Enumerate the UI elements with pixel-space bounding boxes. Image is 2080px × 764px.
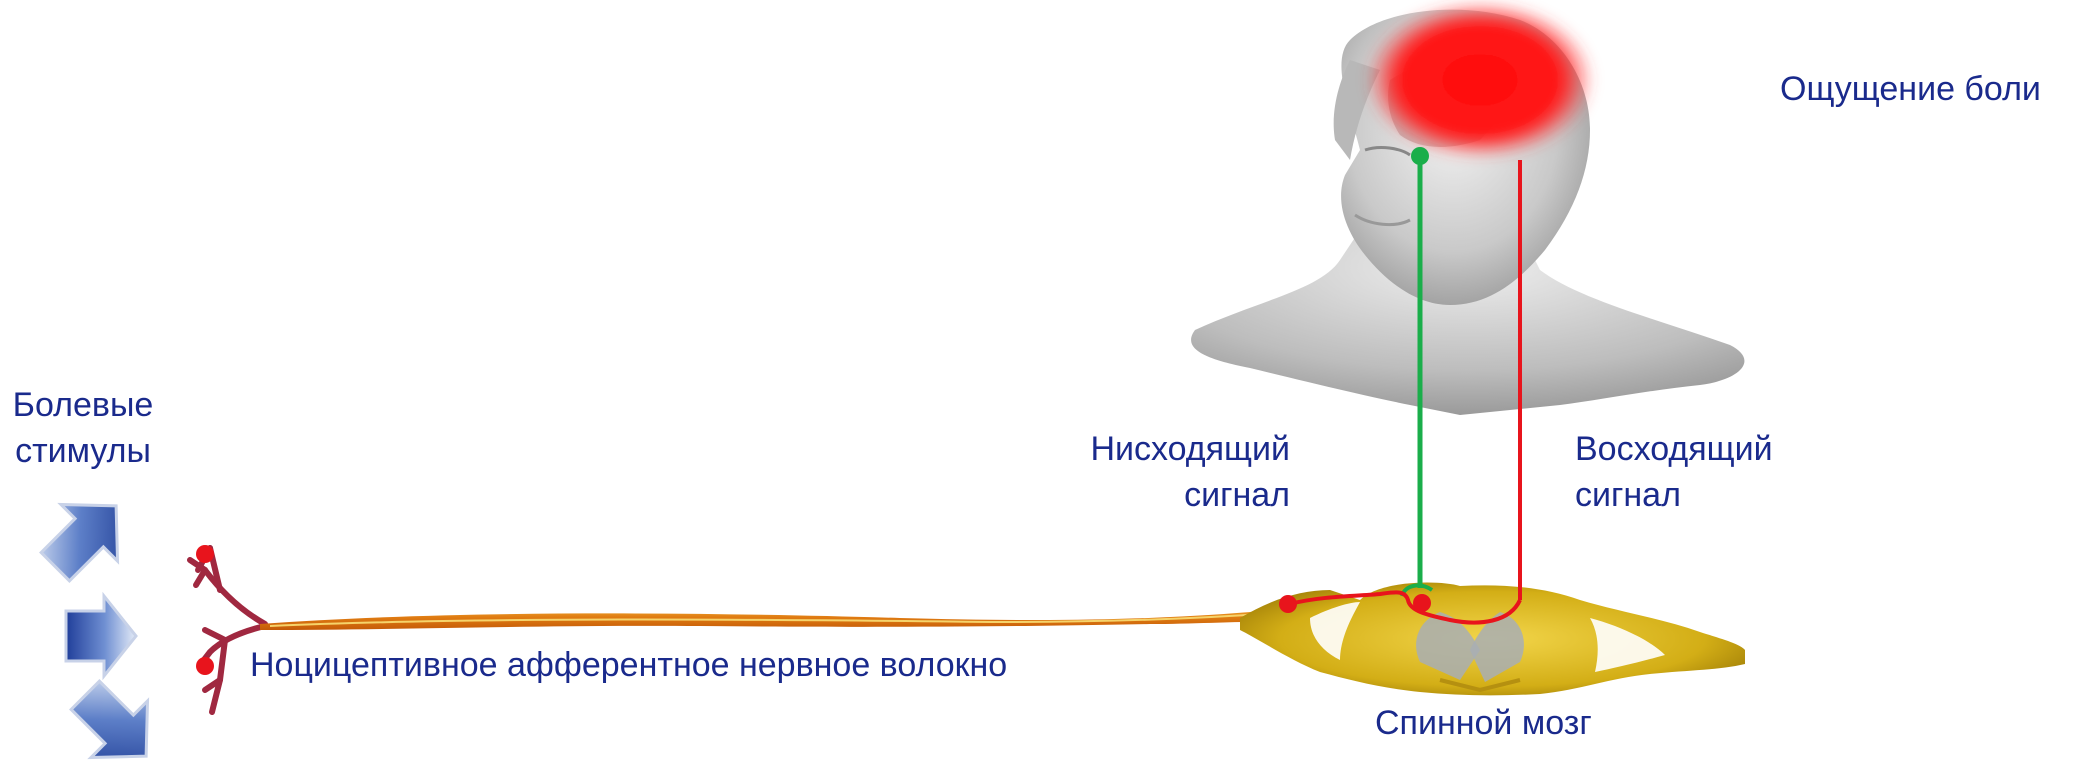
pain-sensation-label: Ощущение боли	[1780, 66, 2041, 112]
stimulus-arrow-icon	[57, 667, 174, 764]
spinal-cord-label: Спинной мозг	[1375, 700, 1592, 746]
pain-area	[1365, 0, 1595, 160]
head-bust-icon	[1191, 0, 1744, 415]
receptor-dot	[196, 657, 214, 675]
ascending-signal-label: Восходящий сигнал	[1575, 426, 1773, 518]
nociceptive-fiber-label: Ноцицептивное афферентное нервное волокн…	[250, 642, 1007, 688]
nociceptive-nerve-fiber	[260, 604, 1300, 630]
stimulus-arrow-icon	[27, 478, 144, 595]
stimulus-arrow-icon	[66, 596, 136, 676]
descending-signal-label: Нисходящий сигнал	[1020, 426, 1290, 518]
pain-stimuli-label: Болевые стимулы	[8, 382, 158, 474]
receptor-dot	[196, 545, 214, 563]
